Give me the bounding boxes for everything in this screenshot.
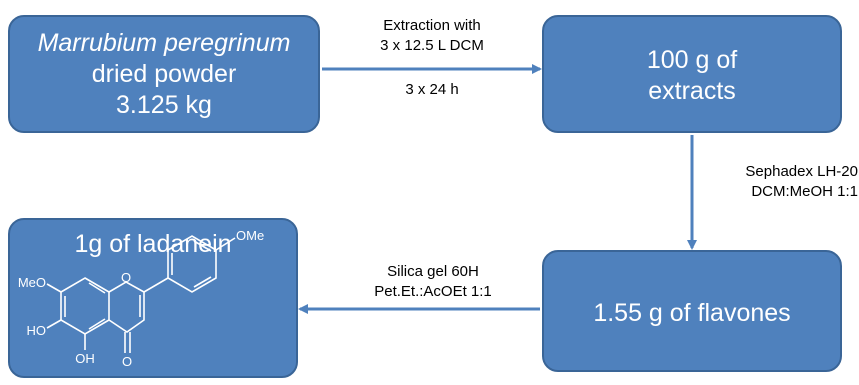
- ring-b-double-3: [193, 276, 212, 288]
- ladanein-structure: OMe MeO HO OH O O: [18, 228, 264, 369]
- powder-label: dried powder: [91, 60, 237, 88]
- bond-ho: [46, 319, 62, 329]
- node-extracts: 100 g of extracts: [542, 15, 842, 133]
- edge-label-sephadex: Sephadex LH-20 DCM:MeOH 1:1: [700, 162, 858, 202]
- powder-mass: 3.125 kg: [116, 91, 212, 119]
- extraction-line-1: Extraction with: [383, 17, 481, 34]
- extraction-line-2: 3 x 12.5 L DCM: [380, 37, 484, 54]
- edge-label-extraction: Extraction with 3 x 12.5 L DCM: [346, 16, 518, 56]
- bond-ome-top: [215, 237, 236, 251]
- sephadex-line-2: DCM:MeOH 1:1: [751, 183, 858, 200]
- extract-amount: 100 g of: [646, 46, 738, 74]
- label-o-ring: O: [121, 270, 131, 285]
- ring-a-double-2: [88, 282, 106, 294]
- ring-a-double-3: [88, 318, 106, 330]
- label-ome-top: OMe: [236, 228, 264, 243]
- bridge-bond: [143, 277, 169, 293]
- ring-c: [108, 281, 145, 333]
- silica-line-2: Pet.Et.:AcOEt 1:1: [374, 283, 492, 300]
- flavones-label: 1.55 g of flavones: [593, 299, 791, 327]
- node-flavones: 1.55 g of flavones: [542, 250, 842, 372]
- node-ladanein: 1g of ladanein OMe MeO HO OH O O: [8, 218, 298, 378]
- edge-label-silica: Silica gel 60H Pet.Et.:AcOEt 1:1: [338, 262, 528, 302]
- extraction-line-3: 3 x 24 h: [405, 81, 459, 98]
- label-oh: OH: [75, 351, 95, 366]
- bond-meo-left: [46, 283, 62, 293]
- label-ho: HO: [27, 323, 47, 338]
- label-o-keto: O: [122, 354, 132, 369]
- extract-label: extracts: [648, 77, 736, 105]
- ring-b-double-2: [193, 240, 212, 252]
- ring-a: [60, 277, 110, 335]
- species-name: Marrubium peregrinum: [37, 29, 291, 57]
- edge-label-duration: 3 x 24 h: [346, 80, 518, 100]
- label-meo-left: MeO: [18, 275, 46, 290]
- ring-b: [167, 235, 217, 293]
- node-dried-powder: Marrubium peregrinum dried powder 3.125 …: [8, 15, 320, 133]
- sephadex-line-1: Sephadex LH-20: [745, 163, 858, 180]
- silica-line-1: Silica gel 60H: [387, 263, 479, 280]
